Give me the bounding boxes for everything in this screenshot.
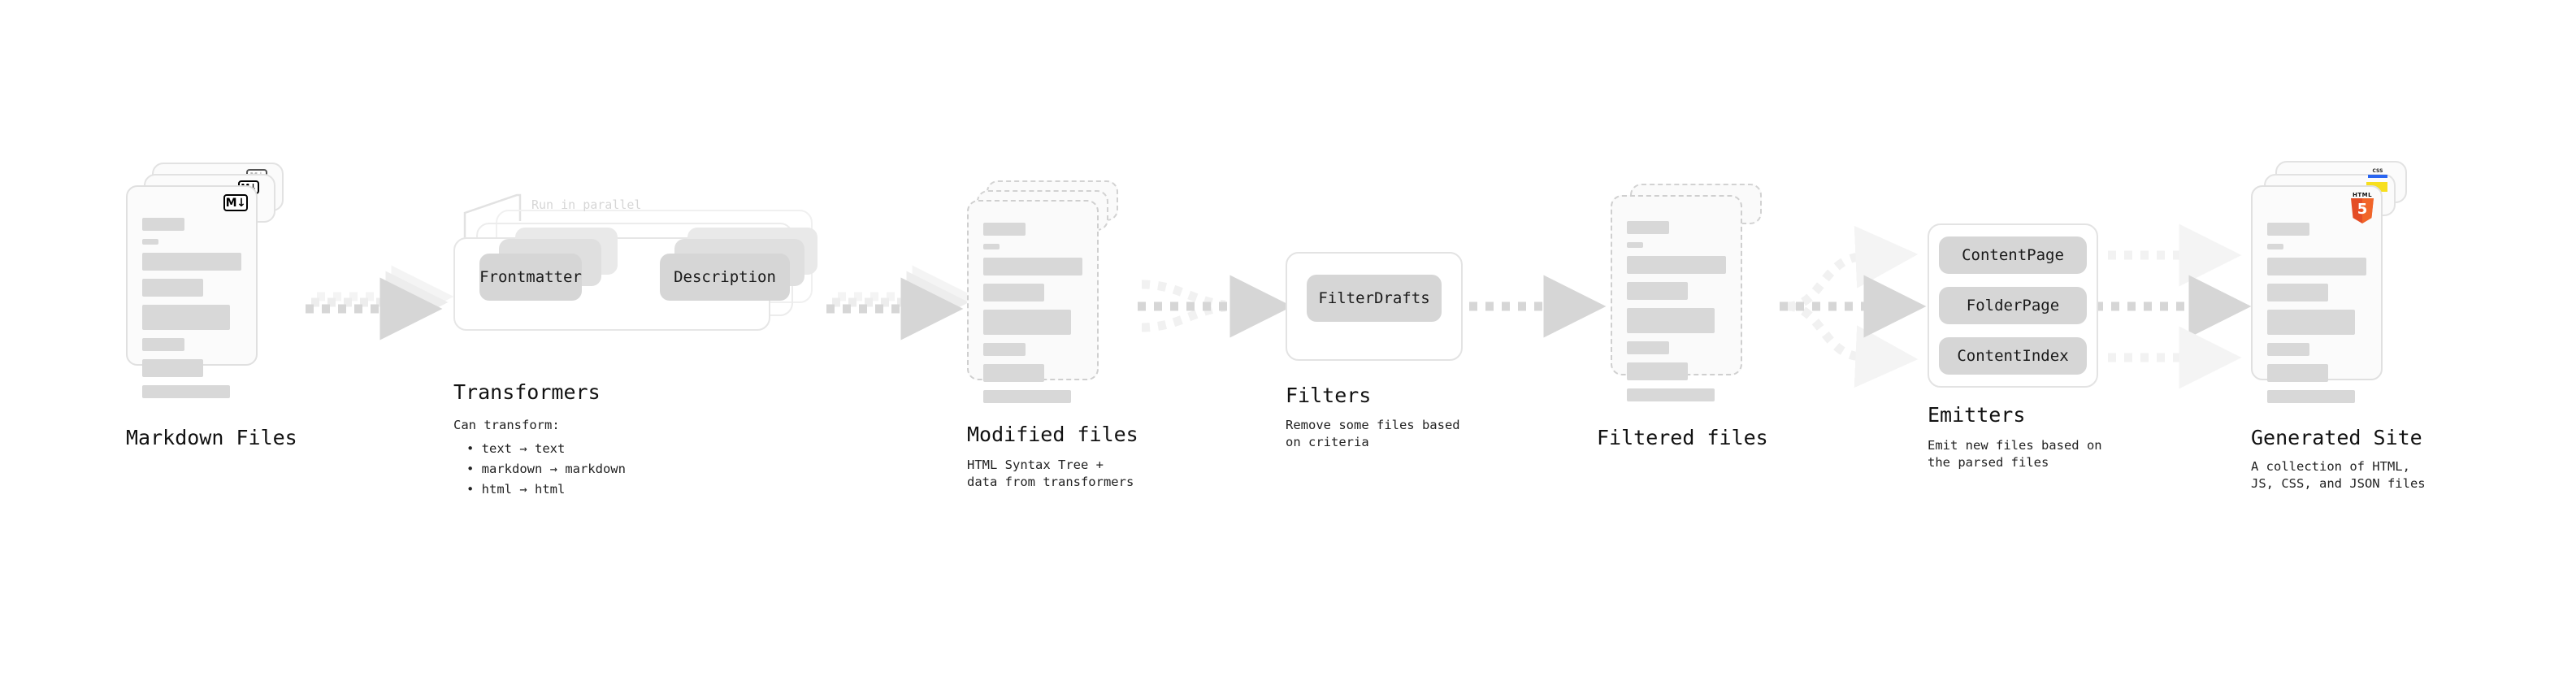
generated-site-card: HTML 5 <box>2251 185 2383 403</box>
connector-markdown-to-transformers <box>306 265 454 340</box>
chip-contentpage[interactable]: ContentPage <box>1939 236 2087 274</box>
markdown-file-card: M↓ <box>126 185 258 398</box>
html5-icon-digit: 5 <box>2357 200 2368 218</box>
chip-frontmatter[interactable]: Frontmatter <box>479 254 582 301</box>
html5-icon-word: HTML <box>2352 192 2373 198</box>
connector-filtered-to-emitters <box>1780 225 1927 388</box>
label-filters: Filters <box>1286 384 1372 407</box>
transformer-bullet-1: • markdown → markdown <box>466 461 626 476</box>
chip-folderpage[interactable]: FolderPage <box>1939 287 2087 324</box>
connector-transformers-to-modified <box>826 265 975 340</box>
caption-emitters: Emit new files based on the parsed files <box>1928 438 2102 470</box>
css-icon-label: CSS <box>2372 168 2383 174</box>
chip-description[interactable]: Description <box>660 254 790 301</box>
connector-emitters-to-site <box>2095 223 2252 389</box>
connector-modified-to-filters <box>1138 275 1293 338</box>
caption-filters: Remove some files based on criteria <box>1286 418 1460 449</box>
site-content-placeholder <box>2267 223 2366 411</box>
modified-file-card <box>967 200 1099 403</box>
chip-filterdrafts[interactable]: FilterDrafts <box>1307 275 1442 322</box>
run-in-parallel-note: Run in parallel <box>531 197 642 212</box>
filtered-file-card <box>1611 195 1742 401</box>
caption-transformers: Can transform: <box>453 418 560 432</box>
modified-content-placeholder <box>983 223 1082 411</box>
css-icon-bar <box>2368 175 2387 178</box>
label-transformers: Transformers <box>453 380 601 404</box>
caption-generated-site: A collection of HTML, JS, CSS, and JSON … <box>2251 459 2426 491</box>
label-modified-files: Modified files <box>967 423 1138 446</box>
transformer-bullet-list: • text → text • markdown → markdown • ht… <box>466 439 626 499</box>
label-generated-site: Generated Site <box>2251 426 2422 449</box>
caption-modified-files: HTML Syntax Tree + data from transformer… <box>967 458 1134 489</box>
filtered-content-placeholder <box>1627 221 1726 410</box>
markdown-icon: M↓ <box>223 194 248 211</box>
label-emitters: Emitters <box>1928 403 2026 427</box>
transformer-bullet-2: • html → html <box>466 481 566 497</box>
css-icon: CSS <box>2368 169 2387 179</box>
label-filtered-files: Filtered files <box>1597 426 1768 449</box>
html5-icon: HTML 5 <box>2350 192 2374 224</box>
label-markdown-files: Markdown Files <box>126 426 297 449</box>
file-content-placeholder <box>142 218 241 406</box>
html5-icon-shield: 5 <box>2351 198 2374 223</box>
chip-contentindex[interactable]: ContentIndex <box>1939 337 2087 375</box>
transformer-bullet-0: • text → text <box>466 441 566 456</box>
